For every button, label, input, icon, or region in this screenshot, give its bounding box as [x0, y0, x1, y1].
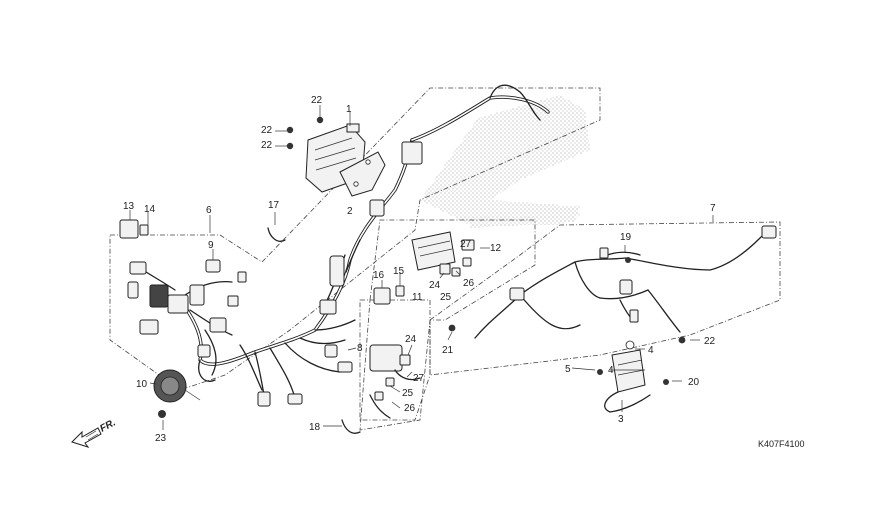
label-part-24-upper: 24	[429, 280, 441, 291]
label-part-8: 8	[357, 343, 363, 354]
sub-harness-part	[474, 225, 777, 339]
label-part-26-lower: 26	[404, 403, 416, 414]
label-part-22-top: 22	[311, 95, 323, 106]
label-part-12: 12	[490, 243, 502, 254]
label-part-18: 18	[309, 422, 321, 433]
diagram-reference-code: K407F4100	[758, 439, 805, 449]
leader-lines	[129, 105, 714, 430]
label-part-7: 7	[710, 203, 716, 214]
label-part-19: 19	[620, 232, 632, 243]
direction-label: FR.	[98, 417, 117, 434]
label-part-17: 17	[268, 200, 280, 211]
left-connector-cluster	[127, 261, 247, 358]
label-part-20: 20	[688, 377, 700, 388]
label-part-27-lower: 27	[413, 373, 425, 384]
horn-part	[153, 369, 201, 403]
bolts	[158, 116, 686, 418]
label-part-23: 23	[155, 433, 167, 444]
fuse-box-part	[411, 231, 456, 271]
label-part-4-upper: 4	[648, 345, 654, 356]
label-part-5: 5	[565, 364, 571, 375]
arrow-front-icon	[71, 427, 102, 448]
label-part-11: 11	[412, 292, 423, 303]
label-part-3: 3	[618, 414, 624, 425]
label-part-13: 13	[123, 201, 135, 212]
label-part-25-lower: 25	[402, 388, 414, 399]
ignition-coil-part	[604, 340, 651, 413]
center-connector-cluster	[257, 141, 423, 407]
label-part-26-upper: 26	[463, 278, 475, 289]
bracket-part	[339, 151, 386, 197]
front-direction-indicator: FR.	[71, 417, 118, 448]
frame-background	[420, 95, 590, 228]
part-labels: 1 22 22 22 2 13 14 6 17 9 16 15 27 12 24…	[123, 95, 716, 444]
label-part-16: 16	[373, 270, 385, 281]
label-part-22-mid: 22	[261, 125, 273, 136]
label-part-1: 1	[346, 104, 352, 115]
label-part-10: 10	[136, 379, 148, 390]
label-part-14: 14	[144, 204, 156, 215]
relays-and-clips	[119, 219, 475, 434]
label-part-2: 2	[347, 206, 353, 217]
label-part-24-lower: 24	[405, 334, 417, 345]
label-part-9: 9	[208, 240, 214, 251]
label-part-22-right: 22	[704, 336, 716, 347]
main-wire-harness	[139, 84, 550, 401]
label-part-22-low: 22	[261, 140, 273, 151]
label-part-21: 21	[442, 345, 454, 356]
label-part-6: 6	[206, 205, 212, 216]
label-part-15: 15	[393, 266, 405, 277]
label-part-4-lower: 4	[608, 365, 614, 376]
label-part-25-upper: 25	[440, 292, 452, 303]
label-part-27-upper: 27	[460, 239, 472, 250]
